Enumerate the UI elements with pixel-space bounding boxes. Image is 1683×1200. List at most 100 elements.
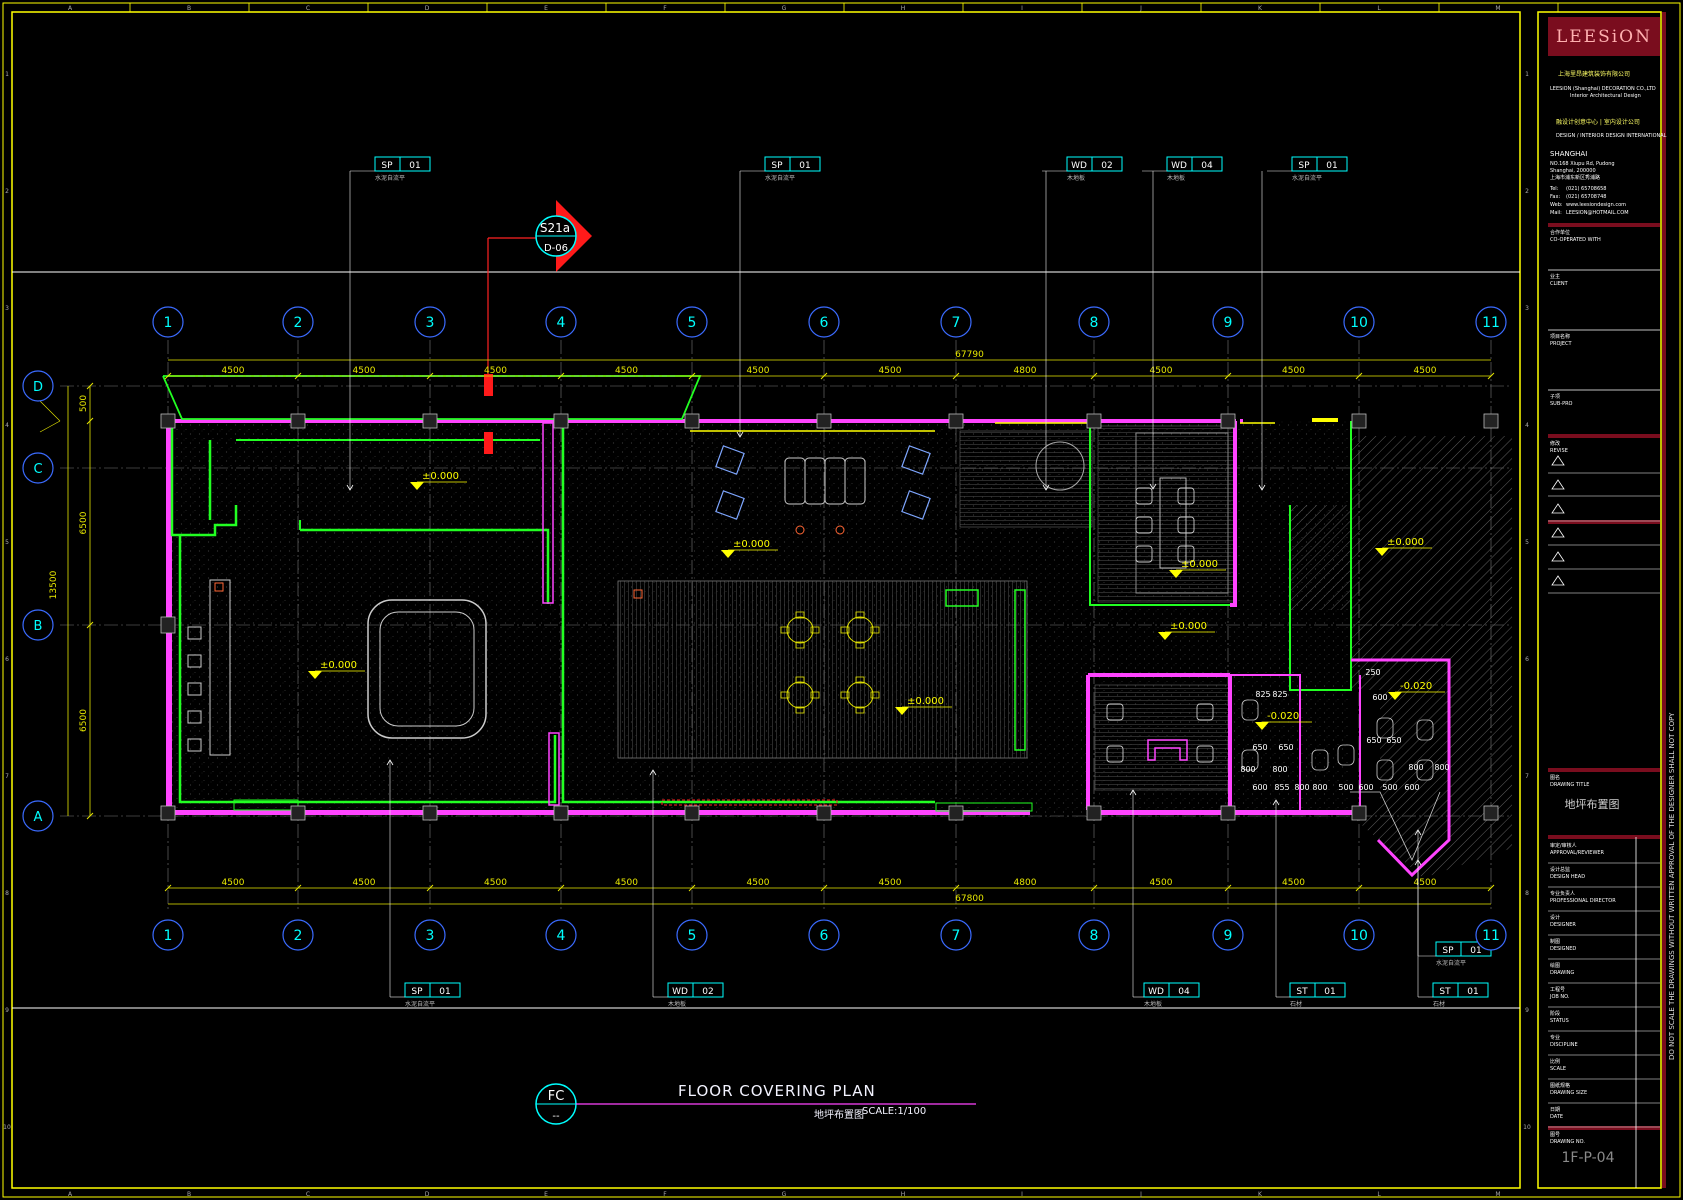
grid-bubble-label: 8 [1090, 315, 1099, 331]
border-col-bottom: I [1021, 1191, 1023, 1198]
plan-title: FLOOR COVERING PLAN [678, 1082, 876, 1100]
dimension-tick [86, 812, 94, 820]
level-value: ±0.000 [1170, 621, 1207, 632]
material-number: 01 [1326, 161, 1337, 171]
toilet-dimension: 855 [1274, 783, 1289, 792]
dimension-value: 4500 [747, 366, 770, 376]
grid-bubble-label: C [33, 462, 42, 477]
field-subpro-en: SUB-PRO [1550, 401, 1573, 407]
border-col-bottom: D [425, 1191, 430, 1198]
dining-chair [810, 626, 820, 634]
revision-triangle [1551, 551, 1565, 562]
column [160, 413, 176, 429]
grid-bubble [676, 919, 708, 951]
level-value: -0.020 [1267, 711, 1299, 722]
material-note: 水泥自流平 [1436, 959, 1466, 967]
plan-title-cn: 地坪布置图 [814, 1110, 864, 1121]
grid-bubble [1343, 306, 1375, 338]
toilet-dimension: 800 [1312, 783, 1327, 792]
drawing-number: 1F-P-04 [1561, 1150, 1614, 1166]
material-note: 水泥自流平 [375, 174, 405, 182]
column [1351, 805, 1367, 821]
material-code: SP [771, 161, 783, 171]
dimension-value: 4800 [1014, 878, 1037, 888]
material-note: 木地板 [1067, 174, 1085, 182]
contact-web-key: Web: [1550, 202, 1563, 208]
border-row-right: 2 [1525, 188, 1529, 195]
material-note: 木地板 [1144, 1000, 1162, 1008]
grid-bubble-label: 3 [426, 928, 435, 944]
dimension-tick [820, 884, 828, 892]
material-code: SP [1298, 161, 1310, 171]
dining-chair [855, 611, 865, 619]
bar-stool [187, 710, 202, 724]
material-number: 01 [409, 161, 420, 171]
grid-bubble [282, 306, 314, 338]
dimension-leader [39, 420, 61, 433]
border-col-bottom: B [187, 1191, 191, 1198]
material-number: 01 [1467, 987, 1478, 997]
toilet-fixture [1337, 744, 1355, 766]
column [1483, 805, 1499, 821]
material-number: 01 [1470, 946, 1481, 956]
border-row-left: 5 [5, 539, 9, 546]
material-number: 02 [1101, 161, 1112, 171]
dimension-tick [1090, 884, 1098, 892]
material-tag [374, 156, 431, 172]
grid-bubble-label: 4 [557, 315, 566, 331]
dimension-tick [164, 884, 172, 892]
title-row-label-en: DATE [1550, 1114, 1563, 1120]
border-row-right: 3 [1525, 305, 1529, 312]
lounge-chair [901, 490, 931, 520]
material-code: ST [1439, 987, 1451, 997]
dimension-value: 4500 [484, 366, 507, 376]
border-row-left: 6 [5, 656, 9, 663]
dining-chair [855, 706, 865, 714]
column [1351, 413, 1367, 429]
office-chair [1106, 745, 1124, 763]
grid-bubble-label: 7 [952, 315, 961, 331]
dining-table [786, 681, 814, 709]
level-triangle [410, 482, 424, 490]
grid-bubble [414, 919, 446, 951]
level-value: ±0.000 [1181, 559, 1218, 570]
toilet-dimension: 250 [1365, 668, 1380, 677]
section-code: S21a [540, 221, 570, 235]
border-row-right: 8 [1525, 890, 1529, 897]
grid-bubble [545, 919, 577, 951]
column [160, 616, 176, 634]
grid-bubble [152, 919, 184, 951]
drawing-title-mark: FC -- [535, 1083, 976, 1125]
dimension-tick [86, 417, 94, 425]
toilet-fixture [1241, 699, 1259, 721]
border-row-right: 10 [1523, 1124, 1531, 1131]
dimension-tick [1224, 884, 1232, 892]
title-row-label-en: DESIGN HEAD [1550, 874, 1585, 880]
border-row-left: 7 [5, 773, 9, 780]
toilet-dimension: 600 [1358, 783, 1373, 792]
level-triangle [1388, 692, 1402, 700]
toilet-fixture [1241, 749, 1259, 771]
material-note: 水泥自流平 [765, 174, 795, 182]
border-row-left: 3 [5, 305, 9, 312]
column [290, 805, 306, 821]
grid-bubble-label: 10 [1350, 315, 1368, 331]
leader-arrow [1129, 789, 1137, 796]
grid-bubble [282, 919, 314, 951]
toilet-dimension: 800 [1434, 763, 1449, 772]
revision-triangle [1551, 479, 1565, 490]
dining-chair [870, 626, 880, 634]
grid-bubble [22, 609, 54, 641]
grid-bubble [808, 919, 840, 951]
material-code: WD [1171, 161, 1187, 171]
toilet-dimension: 825 [1255, 690, 1270, 699]
dimension-tick [1355, 884, 1363, 892]
title-row-label-en: DRAWING SIZE [1550, 1090, 1587, 1096]
column [684, 805, 700, 821]
column [1220, 805, 1236, 821]
material-tag [1291, 156, 1348, 172]
toilet-dimension: 600 [1404, 783, 1419, 792]
